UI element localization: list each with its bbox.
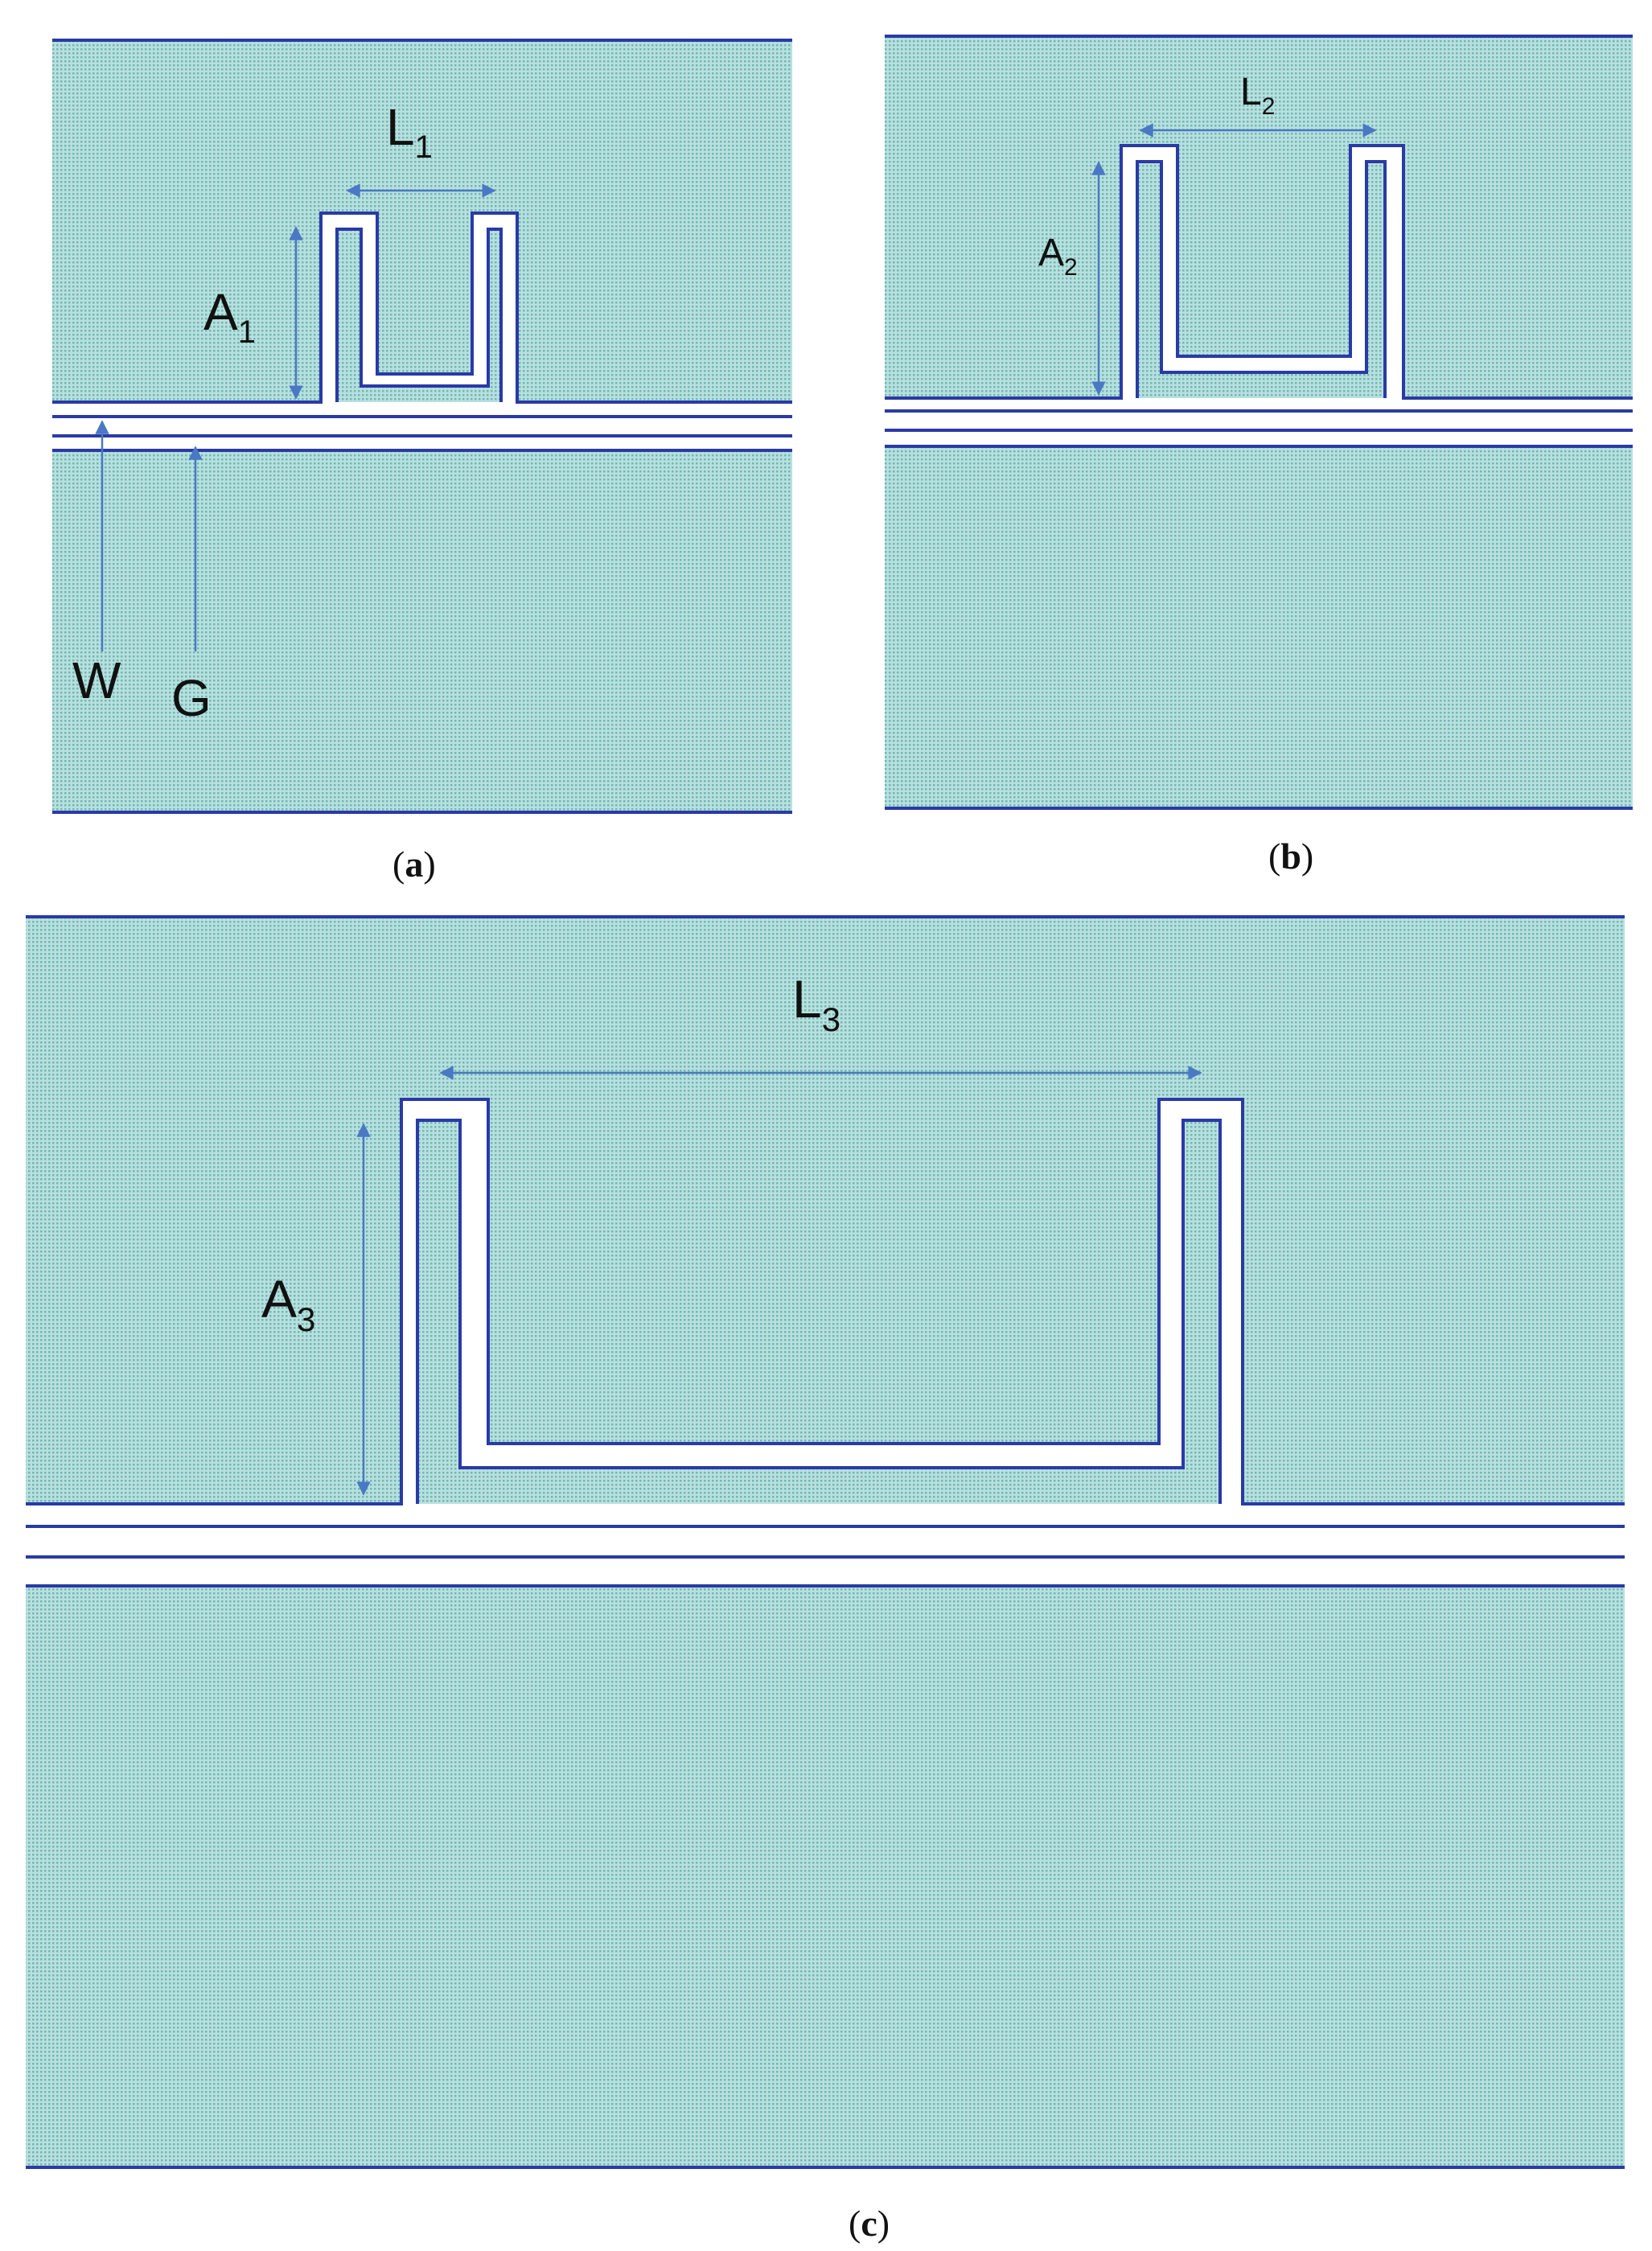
- panel-c: L3 A3 (c): [26, 915, 1625, 2244]
- caption-c: (c): [849, 2203, 890, 2244]
- ground-plane-top-c: [26, 917, 1625, 1504]
- ground-plane-bottom-c: [26, 1586, 1625, 2167]
- caption-b: (b): [1268, 836, 1313, 877]
- center-strip-c: [26, 1526, 1625, 1557]
- caption-a: (a): [392, 844, 436, 885]
- ground-plane-top-b: [885, 36, 1633, 398]
- center-strip-a: [52, 417, 792, 436]
- center-strip-b: [885, 411, 1633, 430]
- resonator-island-edge-c: [416, 1119, 1222, 1504]
- center-strip-edges-a: [52, 415, 792, 437]
- gap-label-g: G: [171, 669, 212, 727]
- ground-plane-top-a: [52, 40, 792, 402]
- dimension-label-l1: L1: [386, 98, 433, 165]
- dimension-label-a3: A3: [261, 1269, 315, 1338]
- dimension-label-a1: A1: [203, 283, 256, 350]
- ground-edge-top-c: [26, 915, 1625, 1505]
- center-strip-edges-b: [885, 409, 1633, 432]
- ground-plane-bottom-a: [52, 450, 792, 812]
- resonator-island-edge-a: [335, 228, 503, 402]
- panel-a: L1 A1 W G (a): [52, 39, 792, 885]
- dimension-label-l2: L2: [1240, 71, 1275, 120]
- dimension-label-l3: L3: [792, 969, 840, 1038]
- dimension-label-a2: A2: [1038, 232, 1078, 281]
- resonator-island-a: [337, 229, 501, 402]
- ground-edge-bottom-a: [52, 449, 792, 814]
- width-label-w: W: [72, 651, 121, 709]
- resonator-island-edge-b: [1136, 160, 1387, 398]
- ground-edge-bottom-b: [885, 445, 1633, 810]
- ground-edge-top-a: [52, 39, 792, 404]
- resonator-island-b: [1137, 162, 1385, 398]
- center-strip-edges-c: [26, 1525, 1625, 1559]
- ground-plane-bottom-b: [885, 446, 1633, 808]
- ground-edge-top-b: [885, 35, 1633, 400]
- panel-b: L2 A2 (b): [885, 35, 1633, 877]
- ground-edge-bottom-c: [26, 1584, 1625, 2169]
